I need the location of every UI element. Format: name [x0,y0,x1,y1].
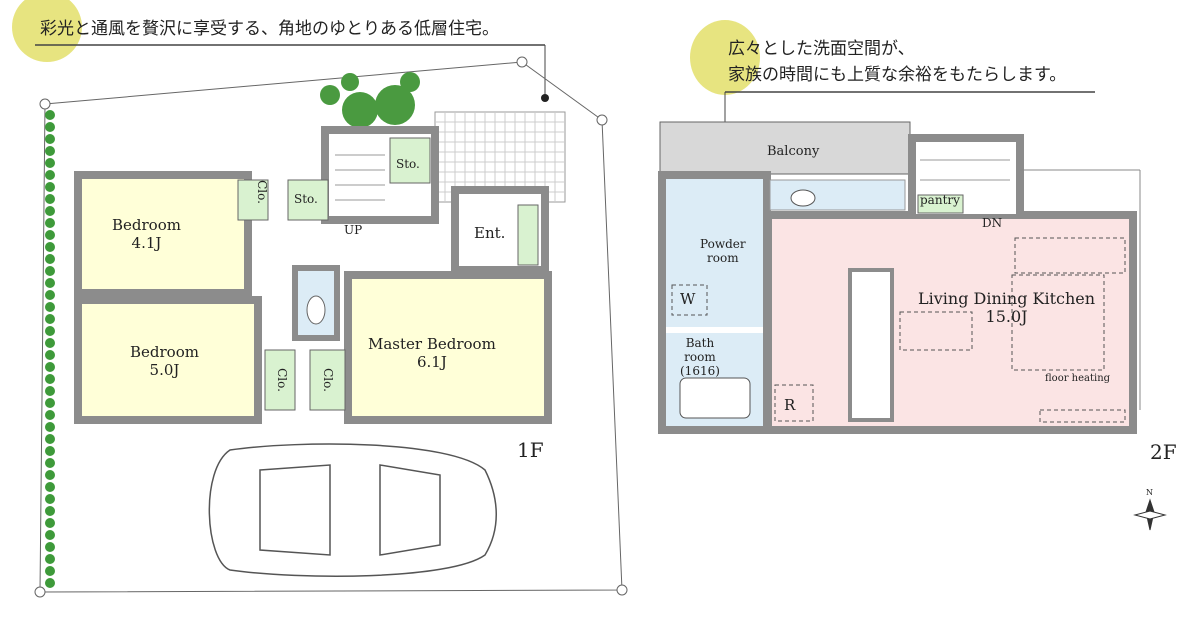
headline-2f-line2: 家族の時間にも上質な余裕をもたらします。 [728,65,1067,85]
hedge-shrub [45,362,55,372]
hedge-shrub [45,242,55,252]
stairs-up-label: UP [344,223,363,237]
headline-1f: 彩光と通風を贅沢に享受する、角地のゆとりある低層住宅。 [40,19,499,39]
hedge-shrub [45,518,55,528]
stairs-down-label: DN [982,216,1003,230]
hedge-shrub [45,266,55,276]
hedge-shrub [45,110,55,120]
floor-heating-label: floor heating [1045,373,1111,384]
storage-label-2: Sto. [396,157,420,171]
hedge-shrub [45,338,55,348]
pantry-label: pantry [920,193,960,207]
hedge-shrub [45,170,55,180]
hedge-shrub [45,302,55,312]
headline-2f-line1: 広々とした洗面空間が、 [728,39,915,59]
hedge-shrub [45,470,55,480]
hedge-shrub [45,494,55,504]
hedge-shrub [45,122,55,132]
hedge-shrub [45,158,55,168]
hedge-shrub [45,278,55,288]
hedge-shrub [45,206,55,216]
hedge-shrub [45,326,55,336]
hedge-shrub [45,506,55,516]
accent-circle-1f [12,0,82,62]
hedge-shrub [45,146,55,156]
hedge-shrub [45,410,55,420]
washer-label: W [680,290,696,308]
refrigerator-label: R [784,396,796,414]
floor-1f-label: 1F [517,438,544,462]
hedge-shrub [45,134,55,144]
compass-icon [1133,498,1167,531]
hedge-shrub [45,566,55,576]
hedge-shrub [45,434,55,444]
hedge-shrub [45,530,55,540]
hedge-shrub [45,182,55,192]
storage-label-1: Sto. [294,192,318,206]
closet-label-3: Clo. [320,368,335,392]
hedge-shrub [45,542,55,552]
closet-label-1: Clo. [254,180,269,204]
hedge-shrub [45,554,55,564]
hedge-shrub [45,218,55,228]
hedge-shrub [45,194,55,204]
closet-label-2: Clo. [274,368,289,392]
hedge-shrub [45,422,55,432]
hedge-shrub [45,290,55,300]
hedge-shrub [45,482,55,492]
hedge-shrub [45,374,55,384]
hedge-shrub [45,458,55,468]
hedge-shrub [45,386,55,396]
compass-north-label: N [1146,488,1153,497]
floor-2f-label: 2F [1150,440,1177,464]
hedge-shrub [45,446,55,456]
hedge-shrub [45,350,55,360]
entrance-label: Ent. [474,224,506,242]
hedge-shrub [45,314,55,324]
hedge-shrub [45,254,55,264]
hedge-shrub [45,578,55,588]
hedge-shrub [45,398,55,408]
hedge-shrub [45,230,55,240]
balcony-label: Balcony [767,144,820,159]
accent-circle-2f [690,20,760,95]
